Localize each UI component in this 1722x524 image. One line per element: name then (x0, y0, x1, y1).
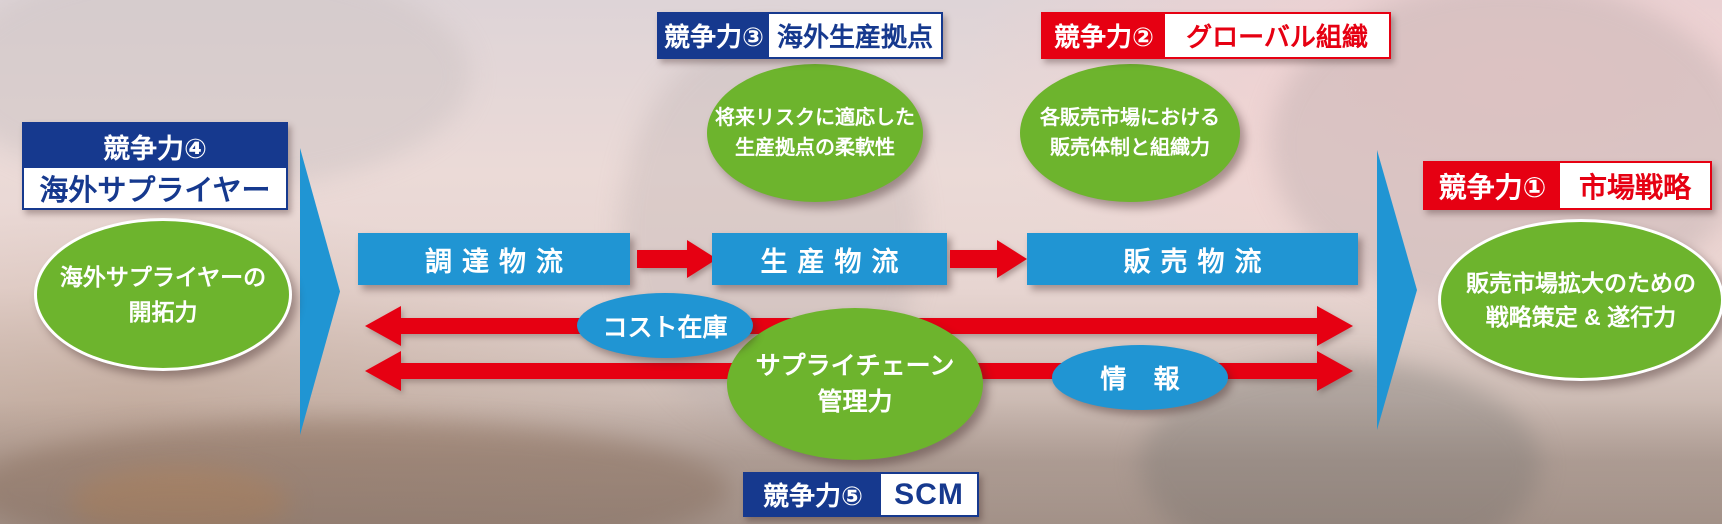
badge-rank: 競争力① (1425, 163, 1560, 208)
ellipse-text-line: サプライチェーン (755, 351, 955, 380)
badge-label: 海外生産拠点 (769, 14, 941, 57)
badge-competitiveness-1: 競争力① 市場戦略 (1423, 161, 1712, 210)
ellipse-text-line: 各販売市場における (1040, 107, 1220, 129)
badge-label: SCM (881, 474, 977, 515)
badge-label: 海外サプライヤー (24, 168, 286, 208)
ellipse-market-expansion: 販売市場拡大のための 戦略策定 & 遂行力 (1438, 219, 1722, 381)
flow-box-label: 生産物流 (760, 246, 909, 277)
city-lights-blur (70, 468, 290, 524)
flow-box-sales: 販売物流 (1027, 233, 1358, 285)
arrow-procurement-to-production (637, 240, 717, 278)
arrow-bar (950, 250, 1001, 268)
badge-rank: 競争力③ (659, 14, 769, 57)
arrow-right-icon (997, 240, 1027, 278)
ellipse-sales-organization: 各販売市場における 販売体制と組織力 (1020, 64, 1240, 202)
ellipse-text-line: 情 報 (1100, 364, 1190, 394)
badge-competitiveness-3: 競争力③ 海外生産拠点 (657, 12, 943, 59)
badge-competitiveness-2: 競争力② グローバル組織 (1041, 12, 1391, 59)
ellipse-supplier-development: 海外サプライヤーの 開拓力 (34, 218, 292, 371)
badge-competitiveness-5: 競争力⑤ SCM (743, 472, 979, 517)
ellipse-text-line: 販売市場拡大のための (1466, 269, 1696, 296)
badge-label: グローバル組織 (1165, 14, 1389, 57)
arrow-right-icon (1317, 351, 1353, 391)
flow-box-label: 販売物流 (1123, 246, 1272, 277)
ellipse-text-line: 管理力 (817, 388, 893, 416)
arrow-left-icon (365, 351, 401, 391)
arrow-right-icon (1317, 306, 1353, 346)
ellipse-information: 情 報 (1052, 345, 1228, 410)
ellipse-text-line: 海外サプライヤーの (59, 264, 267, 290)
badge-competitiveness-4: 競争力④ 海外サプライヤー (22, 122, 288, 210)
arrow-bar (637, 250, 691, 268)
arrow-left-icon (365, 306, 401, 346)
badge-rank: 競争力④ (24, 124, 286, 168)
ellipse-text-line: コスト在庫 (602, 313, 728, 342)
chevron-right-icon (300, 148, 340, 435)
ellipse-text-line: 開拓力 (128, 298, 198, 325)
badge-rank: 競争力⑤ (745, 474, 881, 515)
arrow-production-to-sales (950, 240, 1027, 278)
ellipse-text-line: 生産拠点の柔軟性 (735, 137, 895, 159)
badge-label: 市場戦略 (1560, 163, 1710, 208)
ellipse-scm-management: サプライチェーン 管理力 (727, 308, 983, 460)
flow-box-label: 調達物流 (425, 246, 573, 277)
ellipse-cost-inventory: コスト在庫 (577, 293, 753, 358)
ellipse-text-line: 戦略策定 & 遂行力 (1485, 304, 1677, 330)
ellipse-text-line: 将来リスクに適応した (715, 107, 915, 129)
ellipse-production-flexibility: 将来リスクに適応した 生産拠点の柔軟性 (707, 64, 923, 202)
flow-box-procurement: 調達物流 (358, 233, 630, 285)
ellipse-text-line: 販売体制と組織力 (1050, 137, 1210, 159)
flow-box-production: 生産物流 (712, 233, 947, 285)
badge-rank: 競争力② (1043, 14, 1165, 57)
